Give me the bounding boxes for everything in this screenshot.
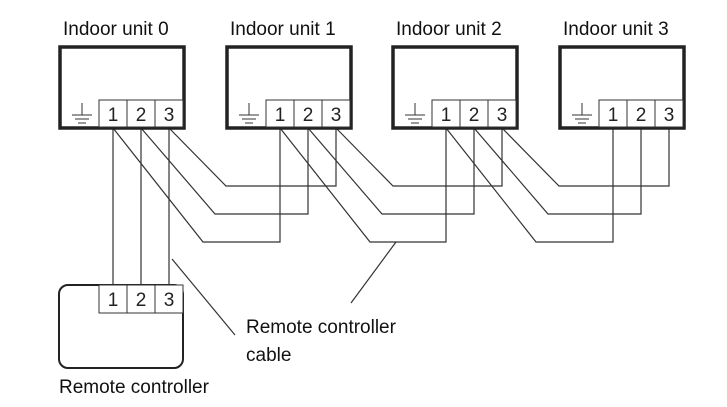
terminal-1: 1 bbox=[108, 105, 119, 126]
terminal-block bbox=[265, 99, 351, 128]
indoor-unit-2-label: Indoor unit 2 bbox=[396, 19, 502, 40]
cable-label-line1: Remote controller bbox=[246, 317, 397, 338]
wire-2-unit1-to-unit2 bbox=[307, 127, 475, 215]
terminal-1: 1 bbox=[275, 105, 286, 126]
terminal-3: 3 bbox=[331, 105, 342, 126]
terminal-1: 1 bbox=[441, 105, 452, 126]
terminal-3: 3 bbox=[497, 105, 508, 126]
terminal-2: 2 bbox=[636, 105, 647, 126]
wire-3-unit1-to-unit2 bbox=[335, 127, 503, 187]
terminal-2: 2 bbox=[469, 105, 480, 126]
indoor-unit-1-label: Indoor unit 1 bbox=[230, 19, 336, 40]
wire-1-unit1-to-unit2 bbox=[279, 127, 447, 243]
terminal-2: 2 bbox=[303, 105, 314, 126]
wire-3-unit2-to-unit3 bbox=[501, 127, 670, 187]
remote-terminal-block bbox=[98, 284, 184, 314]
remote-terminal-1: 1 bbox=[108, 290, 119, 311]
wire-2-unit2-to-unit3 bbox=[473, 127, 642, 215]
wire-2-unit0-to-unit1 bbox=[140, 127, 309, 215]
terminal-1: 1 bbox=[608, 105, 619, 126]
cable-leader-line bbox=[350, 241, 397, 304]
cable-leader-line bbox=[171, 258, 236, 336]
terminal-3: 3 bbox=[164, 105, 175, 126]
terminal-block bbox=[98, 99, 184, 128]
remote-terminal-3: 3 bbox=[164, 290, 175, 311]
terminal-block bbox=[598, 99, 684, 128]
terminal-block bbox=[431, 99, 517, 128]
terminal-2: 2 bbox=[136, 105, 147, 126]
wire-1-unit2-to-unit3 bbox=[445, 127, 614, 243]
remote-controller-label: Remote controller bbox=[59, 377, 210, 398]
indoor-unit-0-label: Indoor unit 0 bbox=[63, 19, 169, 40]
wire-3-unit0-to-unit1 bbox=[168, 127, 337, 187]
wire-1-unit0-to-unit1 bbox=[112, 127, 281, 243]
terminal-3: 3 bbox=[664, 105, 675, 126]
indoor-unit-3-label: Indoor unit 3 bbox=[563, 19, 669, 40]
cable-label-line2: cable bbox=[246, 345, 291, 366]
remote-terminal-2: 2 bbox=[136, 290, 147, 311]
